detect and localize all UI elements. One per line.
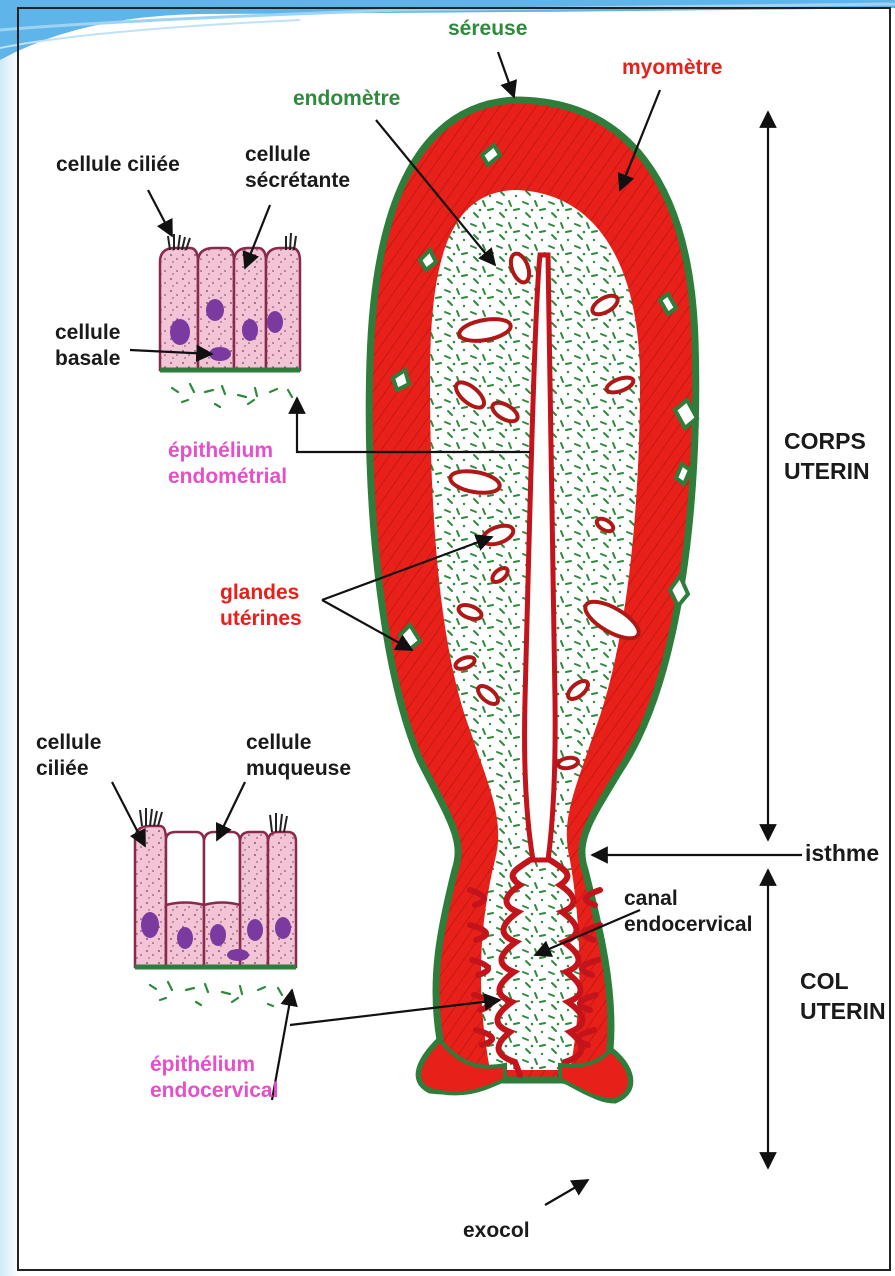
label-endometre: endomètre bbox=[293, 86, 400, 112]
label-corps-uterin-l2: UTERIN bbox=[784, 456, 870, 486]
label-epithelium-endometrial-l2: endométrial bbox=[168, 464, 287, 490]
label-canal-endocervical: canal endocervical bbox=[624, 886, 752, 938]
label-cellule-basale: cellule basale bbox=[55, 320, 120, 372]
label-cellule-ciliee-bottom: cellule ciliée bbox=[36, 730, 101, 782]
arrow-exocol bbox=[545, 1180, 588, 1205]
label-epithelium-endocervical-l1: épithélium bbox=[150, 1052, 278, 1078]
label-myometre: myomètre bbox=[622, 55, 722, 81]
label-glandes-uterines-l2: utérines bbox=[220, 606, 302, 632]
endocervical-cells bbox=[135, 826, 296, 967]
label-epithelium-endocervical: épithélium endocervical bbox=[150, 1052, 278, 1104]
endocervical-epithelium-inset bbox=[135, 808, 296, 1006]
label-epithelium-endometrial-l1: épithélium bbox=[168, 438, 287, 464]
label-glandes-uterines-l1: glandes bbox=[220, 580, 302, 606]
arrow-sereuse bbox=[498, 52, 514, 97]
label-cellule-muqueuse-l2: muqueuse bbox=[246, 756, 351, 782]
label-corps-uterin: CORPS UTERIN bbox=[784, 426, 870, 486]
label-canal-endocervical-l2: endocervical bbox=[624, 912, 752, 938]
label-exocol: exocol bbox=[463, 1218, 530, 1244]
label-cellule-secretante-l2: sécrétante bbox=[245, 168, 350, 194]
label-isthme: isthme bbox=[805, 838, 879, 868]
label-corps-uterin-l1: CORPS bbox=[784, 426, 870, 456]
label-col-uterin-l2: UTERIN bbox=[800, 996, 886, 1026]
label-cellule-ciliee-bottom-l2: ciliée bbox=[36, 756, 101, 782]
label-cellule-ciliee-top: cellule ciliée bbox=[56, 152, 180, 178]
label-epithelium-endometrial: épithélium endométrial bbox=[168, 438, 287, 490]
label-cellule-basale-l1: cellule bbox=[55, 320, 120, 346]
label-cellule-secretante-l1: cellule bbox=[245, 142, 350, 168]
label-cellule-secretante: cellule sécrétante bbox=[245, 142, 350, 194]
arrow-cellule-ciliee-top bbox=[148, 190, 172, 236]
label-glandes-uterines: glandes utérines bbox=[220, 580, 302, 632]
stroma-cells-bottom bbox=[150, 982, 282, 1006]
label-epithelium-endocervical-l2: endocervical bbox=[150, 1078, 278, 1104]
label-sereuse: séreuse bbox=[448, 16, 527, 42]
label-cellule-muqueuse: cellule muqueuse bbox=[246, 730, 351, 782]
label-cellule-muqueuse-l1: cellule bbox=[246, 730, 351, 756]
label-col-uterin-l1: COL bbox=[800, 966, 886, 996]
label-cellule-basale-l2: basale bbox=[55, 346, 120, 372]
label-cellule-ciliee-bottom-l1: cellule bbox=[36, 730, 101, 756]
label-canal-endocervical-l1: canal bbox=[624, 886, 752, 912]
stroma-cells-top bbox=[172, 384, 292, 407]
endometrial-epithelium-inset bbox=[160, 233, 300, 407]
label-col-uterin: COL UTERIN bbox=[800, 966, 886, 1026]
